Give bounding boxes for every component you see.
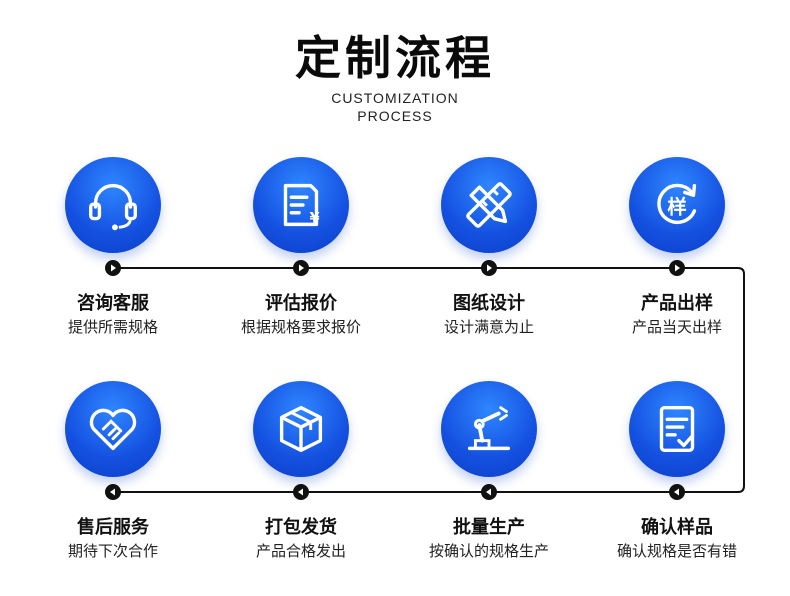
- headset-icon: [89, 183, 137, 231]
- flow-node-arrow-right: [669, 260, 685, 276]
- yen-symbol: ¥: [310, 210, 320, 226]
- page-subtitle: CUSTOMIZATION PROCESS: [0, 89, 790, 125]
- flow-node-arrow-left: [293, 484, 309, 500]
- flow-node-arrow-right: [105, 260, 121, 276]
- step-4-desc: 产品当天出样: [631, 318, 722, 336]
- step-6-title: 批量生产: [453, 517, 525, 538]
- quote-document-icon: ¥: [283, 183, 320, 226]
- subtitle-line-1: CUSTOMIZATION: [331, 90, 459, 106]
- step-7-desc: 产品合格发出: [255, 542, 346, 560]
- step-3-title: 图纸设计: [453, 293, 525, 314]
- step-7-circle: [253, 381, 349, 477]
- step-3-desc: 设计满意为止: [443, 318, 534, 336]
- flow-node-arrow-left: [105, 484, 121, 500]
- step-4-circle: 样: [629, 157, 725, 253]
- step-4-title: 产品出样: [641, 293, 713, 314]
- sample-char: 样: [667, 196, 686, 219]
- flow-node-arrow-left: [669, 484, 685, 500]
- step-5-circle: [629, 381, 725, 477]
- sample-refresh-icon: 样: [657, 183, 697, 224]
- pencil-ruler-icon: [466, 182, 512, 228]
- flow-node-arrow-right: [481, 260, 497, 276]
- step-1-title: 咨询客服: [77, 293, 149, 314]
- subtitle-line-2: PROCESS: [357, 108, 433, 124]
- step-1-desc: 提供所需规格: [67, 318, 158, 336]
- robot-arm-icon: [467, 406, 511, 451]
- step-6-desc: 按确认的规格生产: [428, 542, 549, 560]
- step-2-title: 评估报价: [265, 293, 337, 314]
- step-5-title: 确认样品: [641, 517, 713, 538]
- page-title: 定制流程: [295, 31, 495, 85]
- step-7-title: 打包发货: [265, 517, 337, 538]
- flow-node-arrow-right: [293, 260, 309, 276]
- step-3-circle: [441, 157, 537, 253]
- flow-node-arrow-left: [481, 484, 497, 500]
- package-box-icon: [279, 405, 323, 453]
- step-8-desc: 期待下次合作: [67, 542, 158, 560]
- heart-handshake-icon: [89, 408, 137, 451]
- step-2-desc: 根据规格要求报价: [240, 318, 361, 336]
- step-8-title: 售后服务: [77, 517, 149, 538]
- step-5-desc: 确认规格是否有错: [616, 542, 737, 560]
- step-6-circle: [441, 381, 537, 477]
- checklist-document-icon: [659, 405, 695, 453]
- step-2-circle: ¥: [253, 157, 349, 253]
- step-1-circle: [65, 157, 161, 253]
- step-8-circle: [65, 381, 161, 477]
